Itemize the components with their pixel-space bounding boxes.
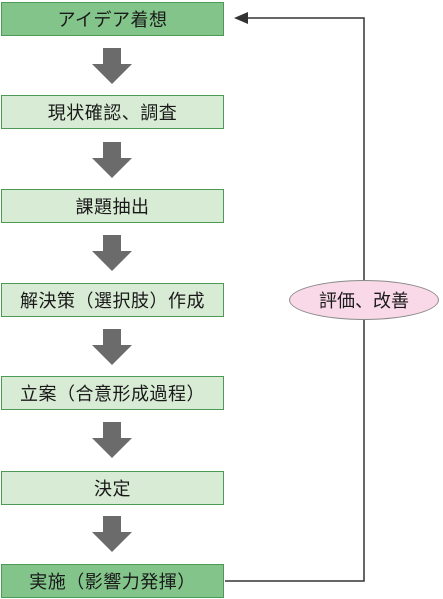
step-solutions: 解決策（選択肢）作成 <box>1 283 224 317</box>
feedback-ellipse: 評価、改善 <box>289 280 439 320</box>
down-arrow-icon <box>92 235 132 271</box>
down-arrow-icon <box>92 516 132 552</box>
step-label: 立案（合意形成過程） <box>20 384 205 405</box>
step-idea: アイデア着想 <box>1 2 224 36</box>
feedback-label: 評価、改善 <box>319 291 409 312</box>
step-label: 決定 <box>94 479 131 500</box>
step-survey: 現状確認、調査 <box>1 95 224 129</box>
step-issue: 課題抽出 <box>1 189 224 223</box>
step-label: 現状確認、調査 <box>47 103 178 124</box>
down-arrow-icon <box>92 48 132 84</box>
down-arrow-icon <box>92 422 132 458</box>
step-label: 実施（影響力発揮） <box>29 572 196 593</box>
step-implement: 実施（影響力発揮） <box>1 564 224 598</box>
down-arrow-icon <box>92 142 132 178</box>
step-planning: 立案（合意形成過程） <box>1 376 224 410</box>
step-label: 解決策（選択肢）作成 <box>20 291 205 312</box>
arrowhead-icon <box>234 12 248 24</box>
step-label: 課題抽出 <box>75 197 150 218</box>
down-arrow-icon <box>92 329 132 365</box>
step-decision: 決定 <box>1 471 224 505</box>
step-label: アイデア着想 <box>57 10 168 31</box>
